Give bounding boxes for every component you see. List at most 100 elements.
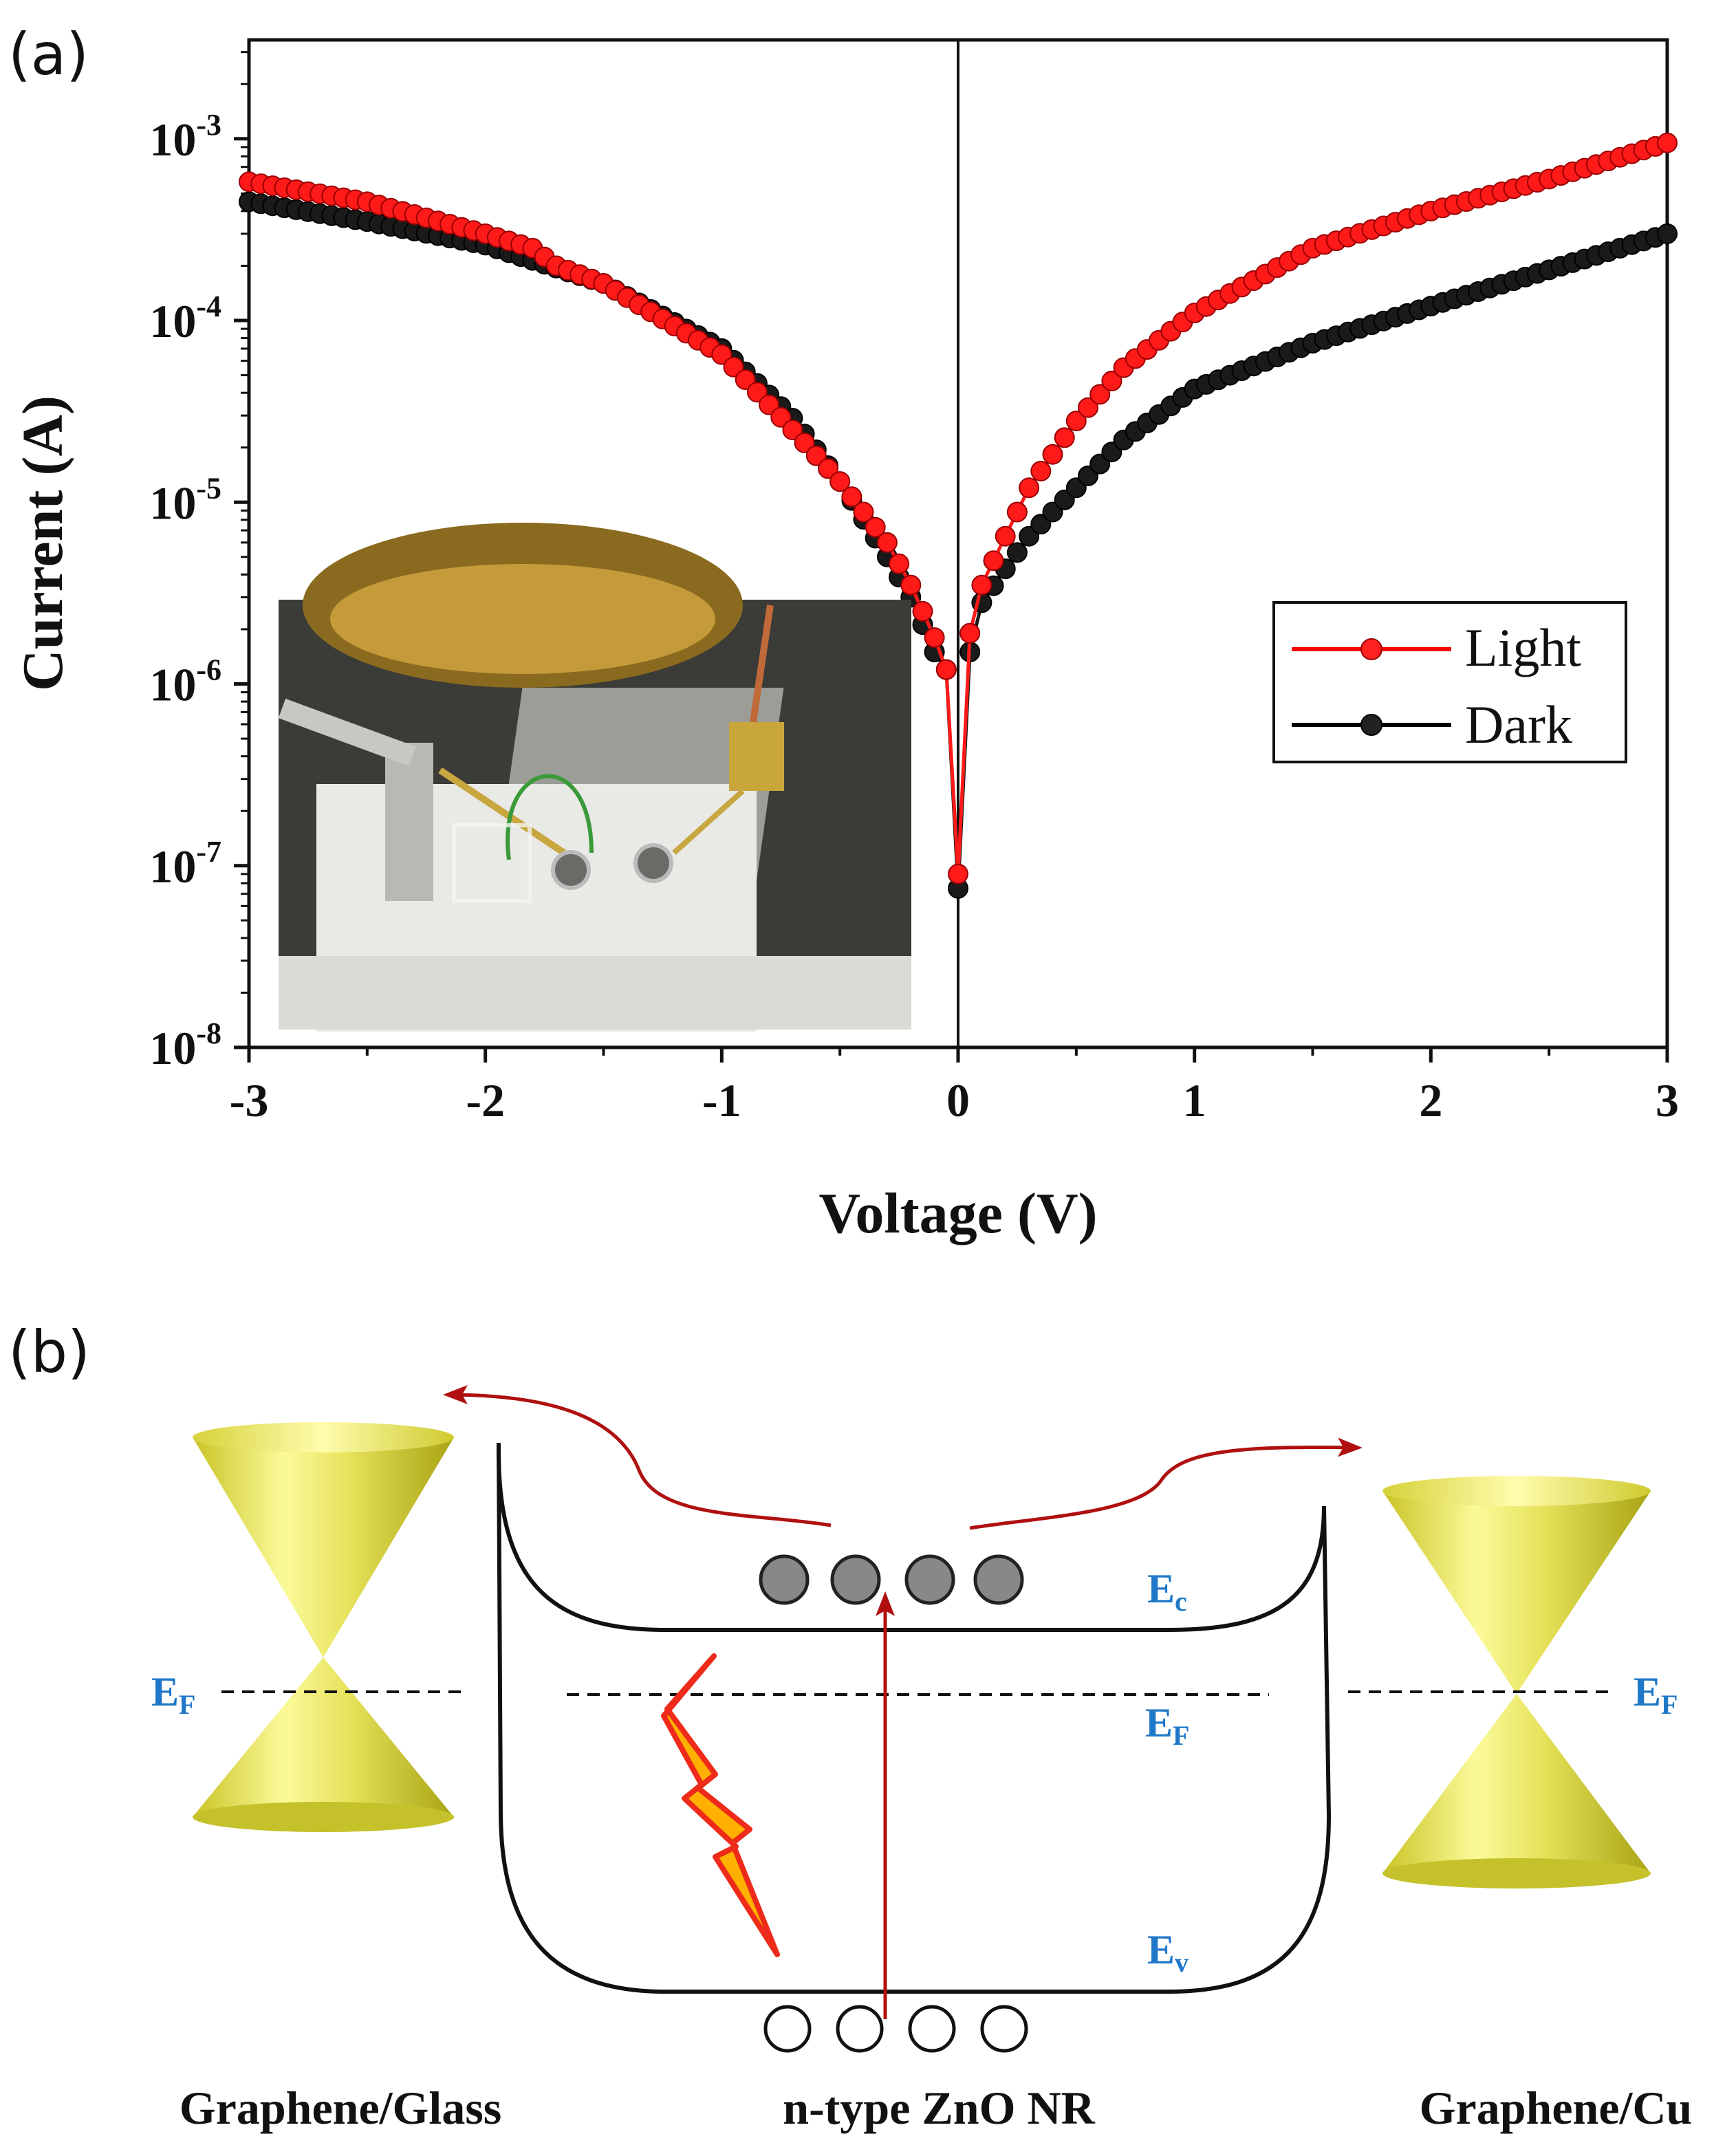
ec-label: Ec [1147, 1566, 1187, 1617]
graphene-cu-label: Graphene/Cu [1420, 2082, 1693, 2134]
ef-label-center: EF [1145, 1700, 1189, 1751]
ef-label-right: EF [1634, 1669, 1678, 1720]
ef-left-main: E [151, 1669, 179, 1714]
y-tick-label: 10-7 [149, 835, 221, 893]
data-point [983, 550, 1004, 571]
x-tick-label: 3 [1656, 1074, 1679, 1126]
data-point [971, 574, 992, 596]
y-axis-ticks: 10-8 10-7 10-6 10-5 10-4 10-3 [149, 51, 249, 1074]
electron [904, 1554, 955, 1605]
valence-band [499, 1815, 1331, 1994]
data-point [805, 445, 827, 466]
y-tick-label: 10-5 [149, 471, 221, 529]
y-tick-label: 10-8 [149, 1016, 221, 1074]
data-point [1006, 542, 1028, 563]
data-point [1657, 132, 1678, 153]
y-tick-label: 10-6 [149, 653, 221, 711]
ef-main: E [1145, 1700, 1173, 1745]
legend-dark-label: Dark [1465, 695, 1572, 754]
data-point [1101, 371, 1122, 391]
data-point [1089, 384, 1111, 405]
conduction-band [496, 1442, 1326, 1632]
hole [836, 2005, 884, 2053]
ev-sub: v [1175, 1947, 1189, 1978]
ec-main: E [1147, 1566, 1175, 1611]
band-side-left [497, 1442, 503, 1816]
data-point [948, 863, 968, 884]
legend: Light Dark [1272, 601, 1627, 763]
graphene-glass-label: Graphene/Glass [180, 2082, 502, 2134]
electron [759, 1554, 810, 1605]
data-point [841, 486, 862, 508]
data-point [818, 458, 838, 479]
data-point [912, 600, 933, 622]
panel-b-label: (b) [8, 1318, 90, 1386]
x-tick-label: -1 [702, 1074, 741, 1126]
data-point [959, 622, 981, 644]
right-dirac-cone [1382, 1476, 1651, 1888]
holes [763, 2005, 1028, 2053]
hole [908, 2005, 956, 2053]
data-point [735, 369, 756, 390]
data-point [924, 627, 945, 649]
data-point [1030, 461, 1052, 481]
data-point [711, 344, 733, 365]
ef-left-sub: F [179, 1689, 195, 1720]
ef-right-main: E [1634, 1669, 1661, 1714]
x-axis-title: Voltage (V) [818, 1182, 1097, 1245]
panel-a-label: (a) [8, 21, 89, 88]
y-axis-title: Current (A) [11, 395, 75, 691]
band-side-right [1322, 1505, 1331, 1816]
y-tick-label: 10-3 [149, 108, 221, 166]
data-point [1078, 397, 1098, 418]
x-axis-ticks: -3 -2 -1 0 1 2 3 [230, 1047, 1679, 1126]
data-point [1042, 444, 1063, 465]
zno-nr-label: n-type ZnO NR [783, 2082, 1095, 2134]
ef-right-sub: F [1661, 1689, 1678, 1720]
data-point [900, 574, 922, 596]
transfer-arrow-right [969, 1437, 1363, 1530]
ef-sub: F [1173, 1720, 1189, 1751]
left-dirac-cone [193, 1422, 454, 1832]
data-point [876, 532, 898, 553]
electrons [759, 1554, 1024, 1605]
ev-label: Ev [1147, 1927, 1189, 1978]
ev-main: E [1147, 1927, 1175, 1972]
legend-box [1272, 601, 1627, 763]
legend-light-marker [1360, 638, 1382, 660]
ec-sub: c [1175, 1586, 1187, 1617]
hole [980, 2005, 1028, 2053]
transfer-arrow-left [443, 1385, 832, 1527]
electron [973, 1554, 1024, 1605]
hole [763, 2005, 812, 2053]
x-tick-label: 0 [946, 1074, 970, 1126]
data-point [770, 406, 792, 428]
x-tick-label: -3 [230, 1074, 269, 1126]
data-point [1006, 501, 1028, 523]
data-point [865, 516, 886, 538]
band-diagram: Ec EF Ev EF EF Graphene/Glass n-type ZnO… [151, 1385, 1693, 2134]
y-tick-label: 10-4 [149, 290, 221, 347]
data-point [759, 394, 780, 415]
x-tick-label: -2 [466, 1074, 505, 1126]
data-point [1657, 223, 1678, 244]
data-point [746, 382, 768, 403]
electron [830, 1554, 881, 1605]
legend-dark-marker [1360, 714, 1382, 736]
ef-label-left: EF [151, 1669, 195, 1720]
data-point [794, 432, 815, 453]
data-point [853, 501, 874, 523]
data-point [995, 525, 1016, 547]
lightning-bolt-icon [661, 1653, 780, 1957]
light-series [239, 132, 1678, 884]
x-tick-label: 2 [1419, 1074, 1442, 1126]
inset-photo [278, 523, 911, 1032]
data-point [829, 471, 851, 492]
legend-light-label: Light [1465, 618, 1581, 677]
data-point [1019, 477, 1040, 499]
data-point [1065, 411, 1087, 432]
iv-chart: -3 -2 -1 0 1 2 3 10-8 10-7 10-6 10-5 10-4 10-3 [11, 38, 1679, 1245]
x-tick-label: 1 [1183, 1074, 1206, 1126]
data-point [889, 553, 910, 574]
